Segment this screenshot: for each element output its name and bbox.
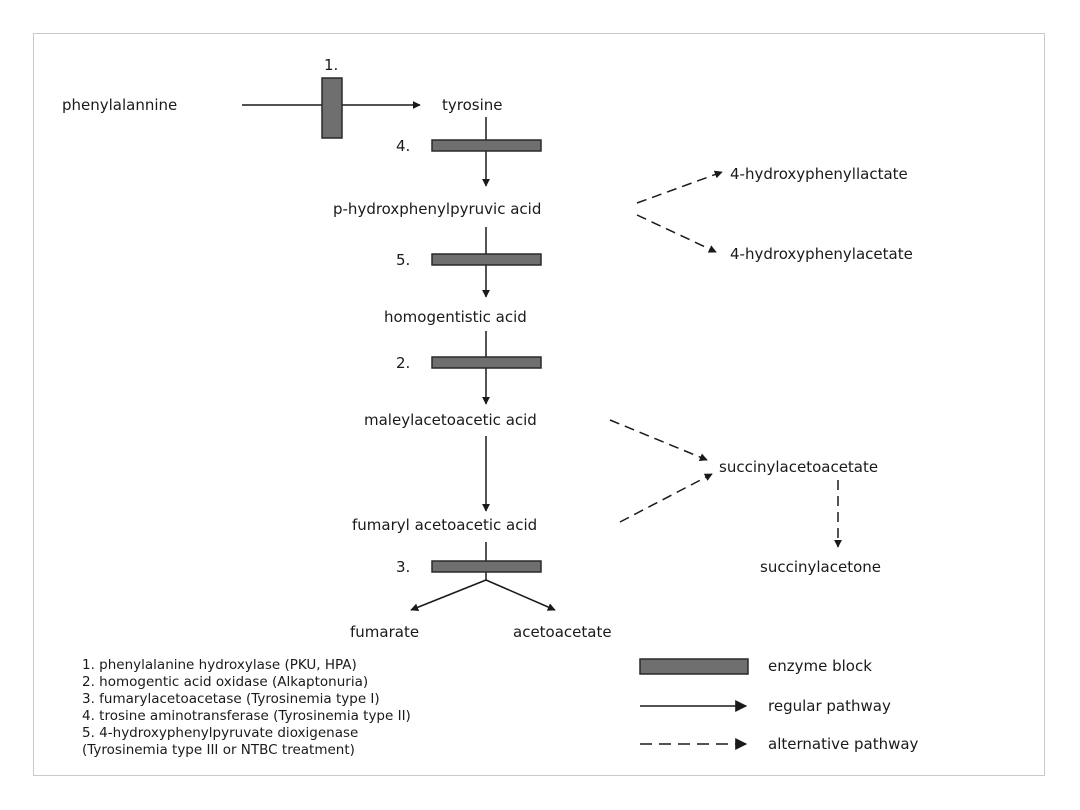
node-maleylacetoacetic-acid: maleylacetoacetic acid xyxy=(364,411,537,429)
enzyme-block-1 xyxy=(321,77,343,139)
arrow-phpa-to-hpl xyxy=(636,170,723,204)
legend-enzyme-list: 1. phenylalanine hydroxylase (PKU, HPA) … xyxy=(82,657,411,758)
node-fumaryl-acetoacetic-acid: fumaryl acetoacetic acid xyxy=(352,516,537,534)
diagram-frame xyxy=(33,33,1045,776)
node-fumarate: fumarate xyxy=(350,623,419,641)
node-4-hydroxyphenylacetate: 4-hydroxyphenylacetate xyxy=(730,245,913,263)
enzyme-marker-4: 4. xyxy=(396,137,410,155)
arrow-to-acetoacetate xyxy=(485,579,556,611)
legend-regular-pathway-label: regular pathway xyxy=(768,697,891,715)
enzyme-marker-2: 2. xyxy=(396,354,410,372)
legend-enzyme-block-label: enzyme block xyxy=(768,657,872,675)
node-homogentistic-acid: homogentistic acid xyxy=(384,308,527,326)
node-acetoacetate: acetoacetate xyxy=(513,623,612,641)
arrow-phpa-to-hpac xyxy=(636,214,717,253)
enzyme-block-5 xyxy=(431,253,542,266)
legend-enzyme-5-note: (Tyrosinemia type III or NTBC treatment) xyxy=(82,742,355,758)
arrow-maleyl-to-succinylacetoacetate xyxy=(609,419,708,461)
legend-enzyme-5: 5. 4-hydroxyphenylpyruvate dioxigenase xyxy=(82,725,358,741)
node-succinylacetone: succinylacetone xyxy=(760,558,881,576)
node-p-hydroxyphenylpyruvic-acid: p-hydroxphenylpyruvic acid xyxy=(333,200,541,218)
enzyme-block-2 xyxy=(431,356,542,369)
enzyme-block-4 xyxy=(431,139,542,152)
node-succinylacetoacetate: succinylacetoacetate xyxy=(719,458,878,476)
legend-enzyme-3: 3. fumarylacetoacetase (Tyrosinemia type… xyxy=(82,691,380,707)
legend-alternative-pathway-label: alternative pathway xyxy=(768,735,919,753)
enzyme-block-3 xyxy=(431,560,542,573)
enzyme-marker-1: 1. xyxy=(324,56,338,74)
arrow-fumaryl-to-succinylacetoacetate xyxy=(619,473,713,523)
node-phenylalanine: phenylalannine xyxy=(62,96,177,114)
enzyme-marker-3: 3. xyxy=(396,558,410,576)
arrow-to-fumarate xyxy=(410,579,487,612)
legend-enzyme-1: 1. phenylalanine hydroxylase (PKU, HPA) xyxy=(82,657,357,673)
node-tyrosine: tyrosine xyxy=(442,96,503,114)
legend-enzyme-4: 4. trosine aminotransferase (Tyrosinemia… xyxy=(82,708,411,724)
legend-enzyme-block-swatch xyxy=(639,658,749,675)
enzyme-marker-5: 5. xyxy=(396,251,410,269)
legend-enzyme-2: 2. homogentic acid oxidase (Alkaptonuria… xyxy=(82,674,368,690)
node-4-hydroxyphenyllactate: 4-hydroxyphenyllactate xyxy=(730,165,908,183)
